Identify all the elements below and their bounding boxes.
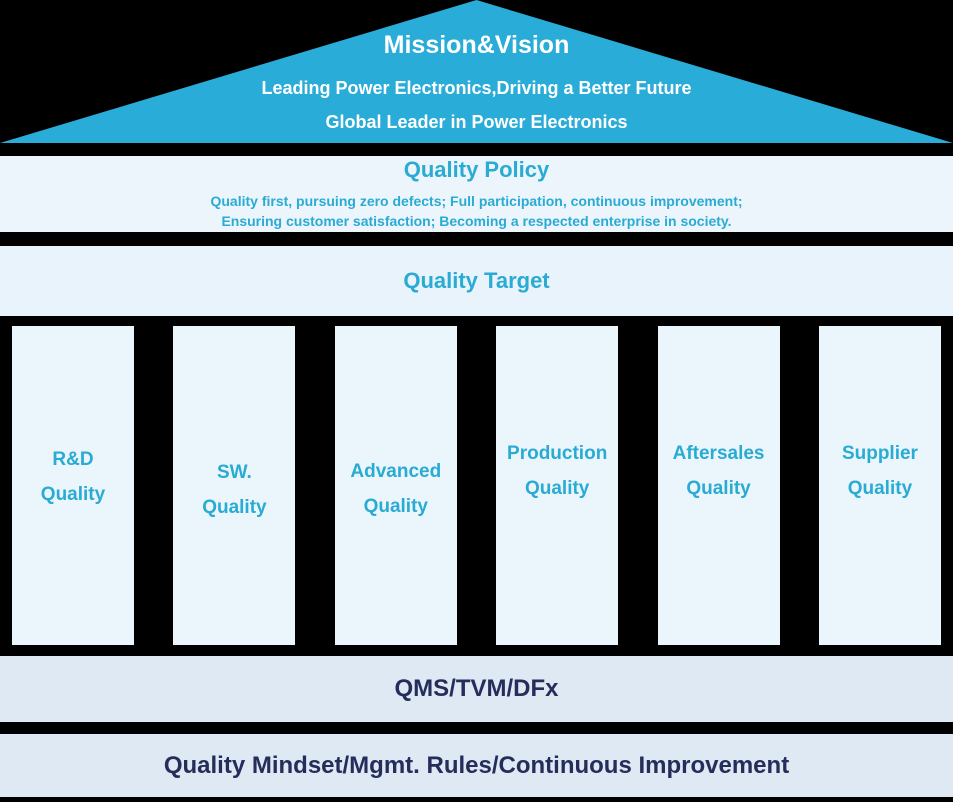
- roof-subtitle-global-leader: Global Leader in Power Electronics: [325, 112, 628, 132]
- pillar-label: Production Quality: [507, 442, 608, 499]
- pillar-production-quality: Production Quality: [496, 326, 619, 645]
- quality-pillars-row: R&D Quality SW. Quality Advanced Quality…: [0, 326, 953, 645]
- quality-target-band: Quality Target: [0, 246, 953, 316]
- pillar-label: Supplier Quality: [841, 442, 918, 499]
- pillar-label: R&D Quality: [40, 448, 106, 505]
- pillar-label: Aftersales Quality: [672, 442, 765, 499]
- foundation-label: Quality Mindset/Mgmt. Rules/Continuous I…: [163, 751, 790, 779]
- quality-policy-text: Quality first, pursuing zero defects; Fu…: [0, 191, 953, 231]
- pillar-label: Advanced Quality: [350, 460, 442, 517]
- pillar-rd-quality: R&D Quality: [12, 326, 134, 645]
- quality-policy-band: Quality Policy Quality first, pursuing z…: [0, 156, 953, 232]
- pillar-aftersales-quality: Aftersales Quality: [657, 326, 780, 645]
- mission-vision-roof: Mission&Vision Leading Power Electronics…: [0, 0, 953, 143]
- pillar-sw-quality: SW. Quality: [173, 326, 296, 645]
- quality-policy-line-2: Ensuring customer satisfaction; Becoming…: [221, 213, 732, 229]
- quality-policy-title: Quality Policy: [403, 157, 550, 182]
- qms-label: QMS/TVM/DFx: [394, 675, 559, 702]
- pillar-label: SW. Quality: [202, 461, 267, 518]
- roof-subtitle-leading: Leading Power Electronics,Driving a Bett…: [261, 78, 692, 98]
- quality-policy-line-1: Quality first, pursuing zero defects; Fu…: [210, 193, 743, 209]
- quality-target-title: Quality Target: [403, 268, 550, 293]
- pillar-advanced-quality: Advanced Quality: [334, 326, 457, 645]
- mission-vision-title: Mission&Vision: [383, 31, 570, 59]
- foundation-band: Quality Mindset/Mgmt. Rules/Continuous I…: [0, 734, 953, 797]
- qms-band: QMS/TVM/DFx: [0, 656, 953, 722]
- pillar-supplier-quality: Supplier Quality: [818, 326, 941, 645]
